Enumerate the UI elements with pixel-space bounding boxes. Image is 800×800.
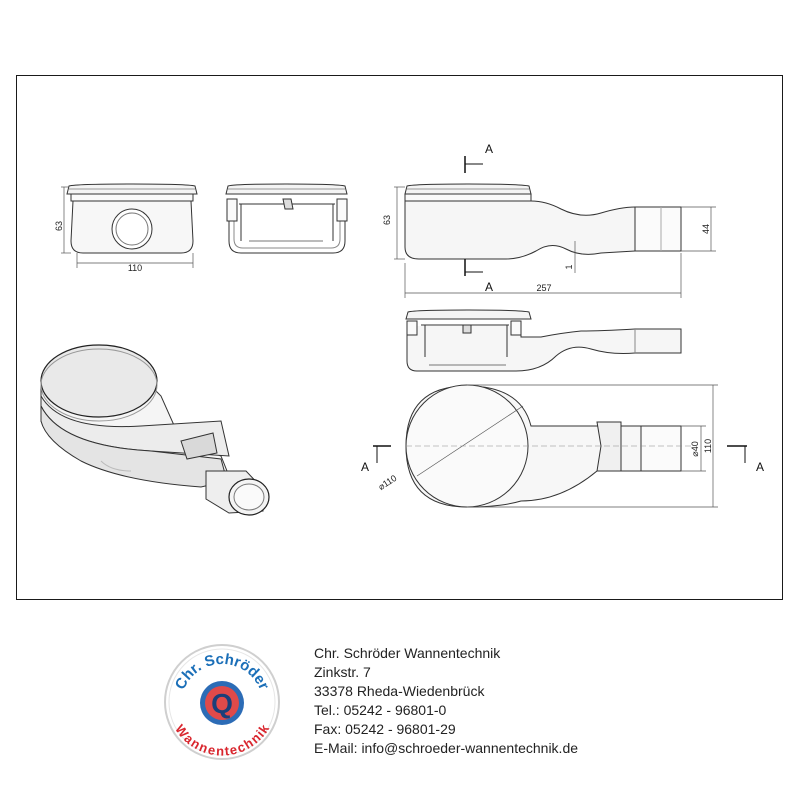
plan-view <box>373 384 747 508</box>
dim-front-width: 110 <box>128 263 142 273</box>
dim-outlet-height: 44 <box>701 224 711 234</box>
dim-plan-outlet: ⌀40 <box>690 441 700 456</box>
section-mark-bottom: A <box>485 280 493 294</box>
section-mark-top: A <box>485 142 493 156</box>
front-view <box>61 183 198 268</box>
company-name: Chr. Schröder Wannentechnik <box>314 645 501 661</box>
section-mark-left: A <box>361 460 369 474</box>
company-fax: Fax: 05242 - 96801-29 <box>314 721 456 737</box>
dim-offset: 1 <box>564 264 574 269</box>
dim-plan-width: 110 <box>703 439 713 453</box>
section-mark-right: A <box>756 460 764 474</box>
company-street: Zinkstr. 7 <box>314 664 371 680</box>
drawing-frame: 63 110 63 44 257 1 ⌀110 ⌀40 110 A A A A <box>16 75 783 600</box>
company-address: Chr. Schröder Wannentechnik Zinkstr. 7 3… <box>314 644 578 758</box>
company-phone: Tel.: 05242 - 96801-0 <box>314 702 447 718</box>
side-view <box>394 156 716 298</box>
longitudinal-section-view <box>405 309 682 372</box>
logo-letter: Q <box>211 688 233 719</box>
cross-section-view <box>225 183 348 254</box>
technical-drawing: 63 110 63 44 257 1 ⌀110 ⌀40 110 A A A A <box>40 142 764 516</box>
dim-side-length: 257 <box>536 283 551 293</box>
company-city: 33378 Rheda-Wiedenbrück <box>314 683 485 699</box>
dim-side-height: 63 <box>382 215 392 225</box>
dim-front-height: 63 <box>54 221 64 231</box>
dim-plan-diameter: ⌀110 <box>376 473 398 492</box>
company-email[interactable]: E-Mail: info@schroeder-wannentechnik.de <box>314 740 579 756</box>
isometric-view <box>40 344 270 516</box>
company-logo: Chr. Schröder Wannentechnik Q <box>164 644 280 760</box>
